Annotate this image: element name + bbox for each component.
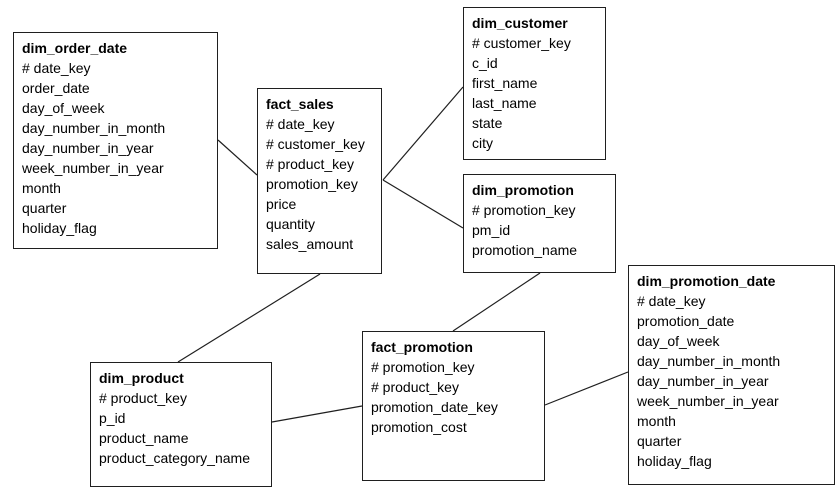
entity-field-list: # date_key order_date day_of_week day_numbe…: [22, 58, 209, 238]
entity-field: # customer_key: [266, 136, 365, 152]
entity-field: # date_key: [266, 116, 335, 132]
entity-dim_product[interactable]: dim_product # product_key p_id product_nam…: [90, 362, 272, 487]
entity-field: c_id: [472, 55, 498, 71]
entity-fact_sales[interactable]: fact_sales # date_key # customer_key # pro…: [257, 88, 382, 274]
entity-field: holiday_flag: [22, 220, 97, 236]
entity-field: day_number_in_year: [22, 140, 154, 156]
entity-field: # promotion_key: [371, 359, 475, 375]
entity-field: promotion_name: [472, 242, 578, 258]
entity-field: promotion_date: [637, 313, 735, 329]
entity-field: sales_amount: [266, 236, 354, 252]
entity-title: dim_product: [99, 370, 184, 386]
entity-field: price: [266, 196, 297, 212]
entity-dim_promotion_date[interactable]: dim_promotion_date # date_key promotion_d…: [628, 265, 835, 485]
entity-title: dim_customer: [472, 15, 568, 31]
entity-title: dim_promotion: [472, 182, 574, 198]
connector-dim_order_date-fact_sales: [217, 139, 258, 176]
entity-title: fact_promotion: [371, 339, 473, 355]
connector-dim_product-fact_promotion: [271, 405, 363, 423]
entity-field: state: [472, 115, 503, 131]
entity-title: dim_order_date: [22, 40, 128, 56]
entity-field: # product_key: [266, 156, 354, 172]
entity-field: week_number_in_year: [637, 393, 779, 409]
connector-fact_sales-dim_customer: [382, 86, 464, 181]
connector-fact_promotion-dim_promotion_date: [544, 371, 629, 406]
entity-field: month: [22, 180, 61, 196]
entity-field: promotion_date_key: [371, 399, 498, 415]
entity-field: product_category_name: [99, 450, 250, 466]
entity-title: fact_sales: [266, 96, 334, 112]
entity-field: # product_key: [371, 379, 459, 395]
entity-field: # customer_key: [472, 35, 571, 51]
entity-field-list: # promotion_key pm_id promotion_name: [472, 200, 607, 260]
entity-field: day_number_in_month: [637, 353, 781, 369]
entity-field: day_number_in_month: [22, 120, 166, 136]
entity-field: holiday_flag: [637, 453, 712, 469]
entity-field: # date_key: [637, 293, 706, 309]
entity-dim_customer[interactable]: dim_customer # customer_key c_id first_nam…: [463, 7, 606, 160]
entity-field: quarter: [637, 433, 682, 449]
entity-fact_promotion[interactable]: fact_promotion # promotion_key # product_…: [362, 331, 545, 481]
entity-title: dim_promotion_date: [637, 273, 776, 289]
entity-field: quarter: [22, 200, 67, 216]
entity-field: # promotion_key: [472, 202, 576, 218]
entity-field-list: # date_key promotion_date day_of_week day_n…: [637, 291, 826, 471]
entity-field: p_id: [99, 410, 126, 426]
entity-field: first_name: [472, 75, 538, 91]
entity-field: month: [637, 413, 676, 429]
entity-field: last_name: [472, 95, 537, 111]
entity-field: quantity: [266, 216, 316, 232]
entity-field: # product_key: [99, 390, 187, 406]
entity-field-list: # product_key p_id product_name product_cat…: [99, 388, 263, 468]
entity-field: day_number_in_year: [637, 373, 769, 389]
entity-field: # date_key: [22, 60, 91, 76]
entity-field: product_name: [99, 430, 189, 446]
connector-fact_sales-dim_promotion: [382, 179, 464, 229]
entity-field: day_of_week: [22, 100, 105, 116]
entity-field: city: [472, 135, 493, 151]
entity-field: day_of_week: [637, 333, 720, 349]
entity-field-list: # promotion_key # product_key promotion_da…: [371, 357, 536, 437]
entity-dim_order_date[interactable]: dim_order_date # date_key order_date day_o…: [13, 32, 218, 249]
entity-field: promotion_key: [266, 176, 358, 192]
entity-field: order_date: [22, 80, 90, 96]
entity-field: week_number_in_year: [22, 160, 164, 176]
connector-fact_sales-dim_product: [177, 273, 321, 363]
entity-field: pm_id: [472, 222, 511, 238]
connector-dim_promotion-fact_promotion: [452, 272, 541, 332]
entity-field: promotion_cost: [371, 419, 467, 435]
